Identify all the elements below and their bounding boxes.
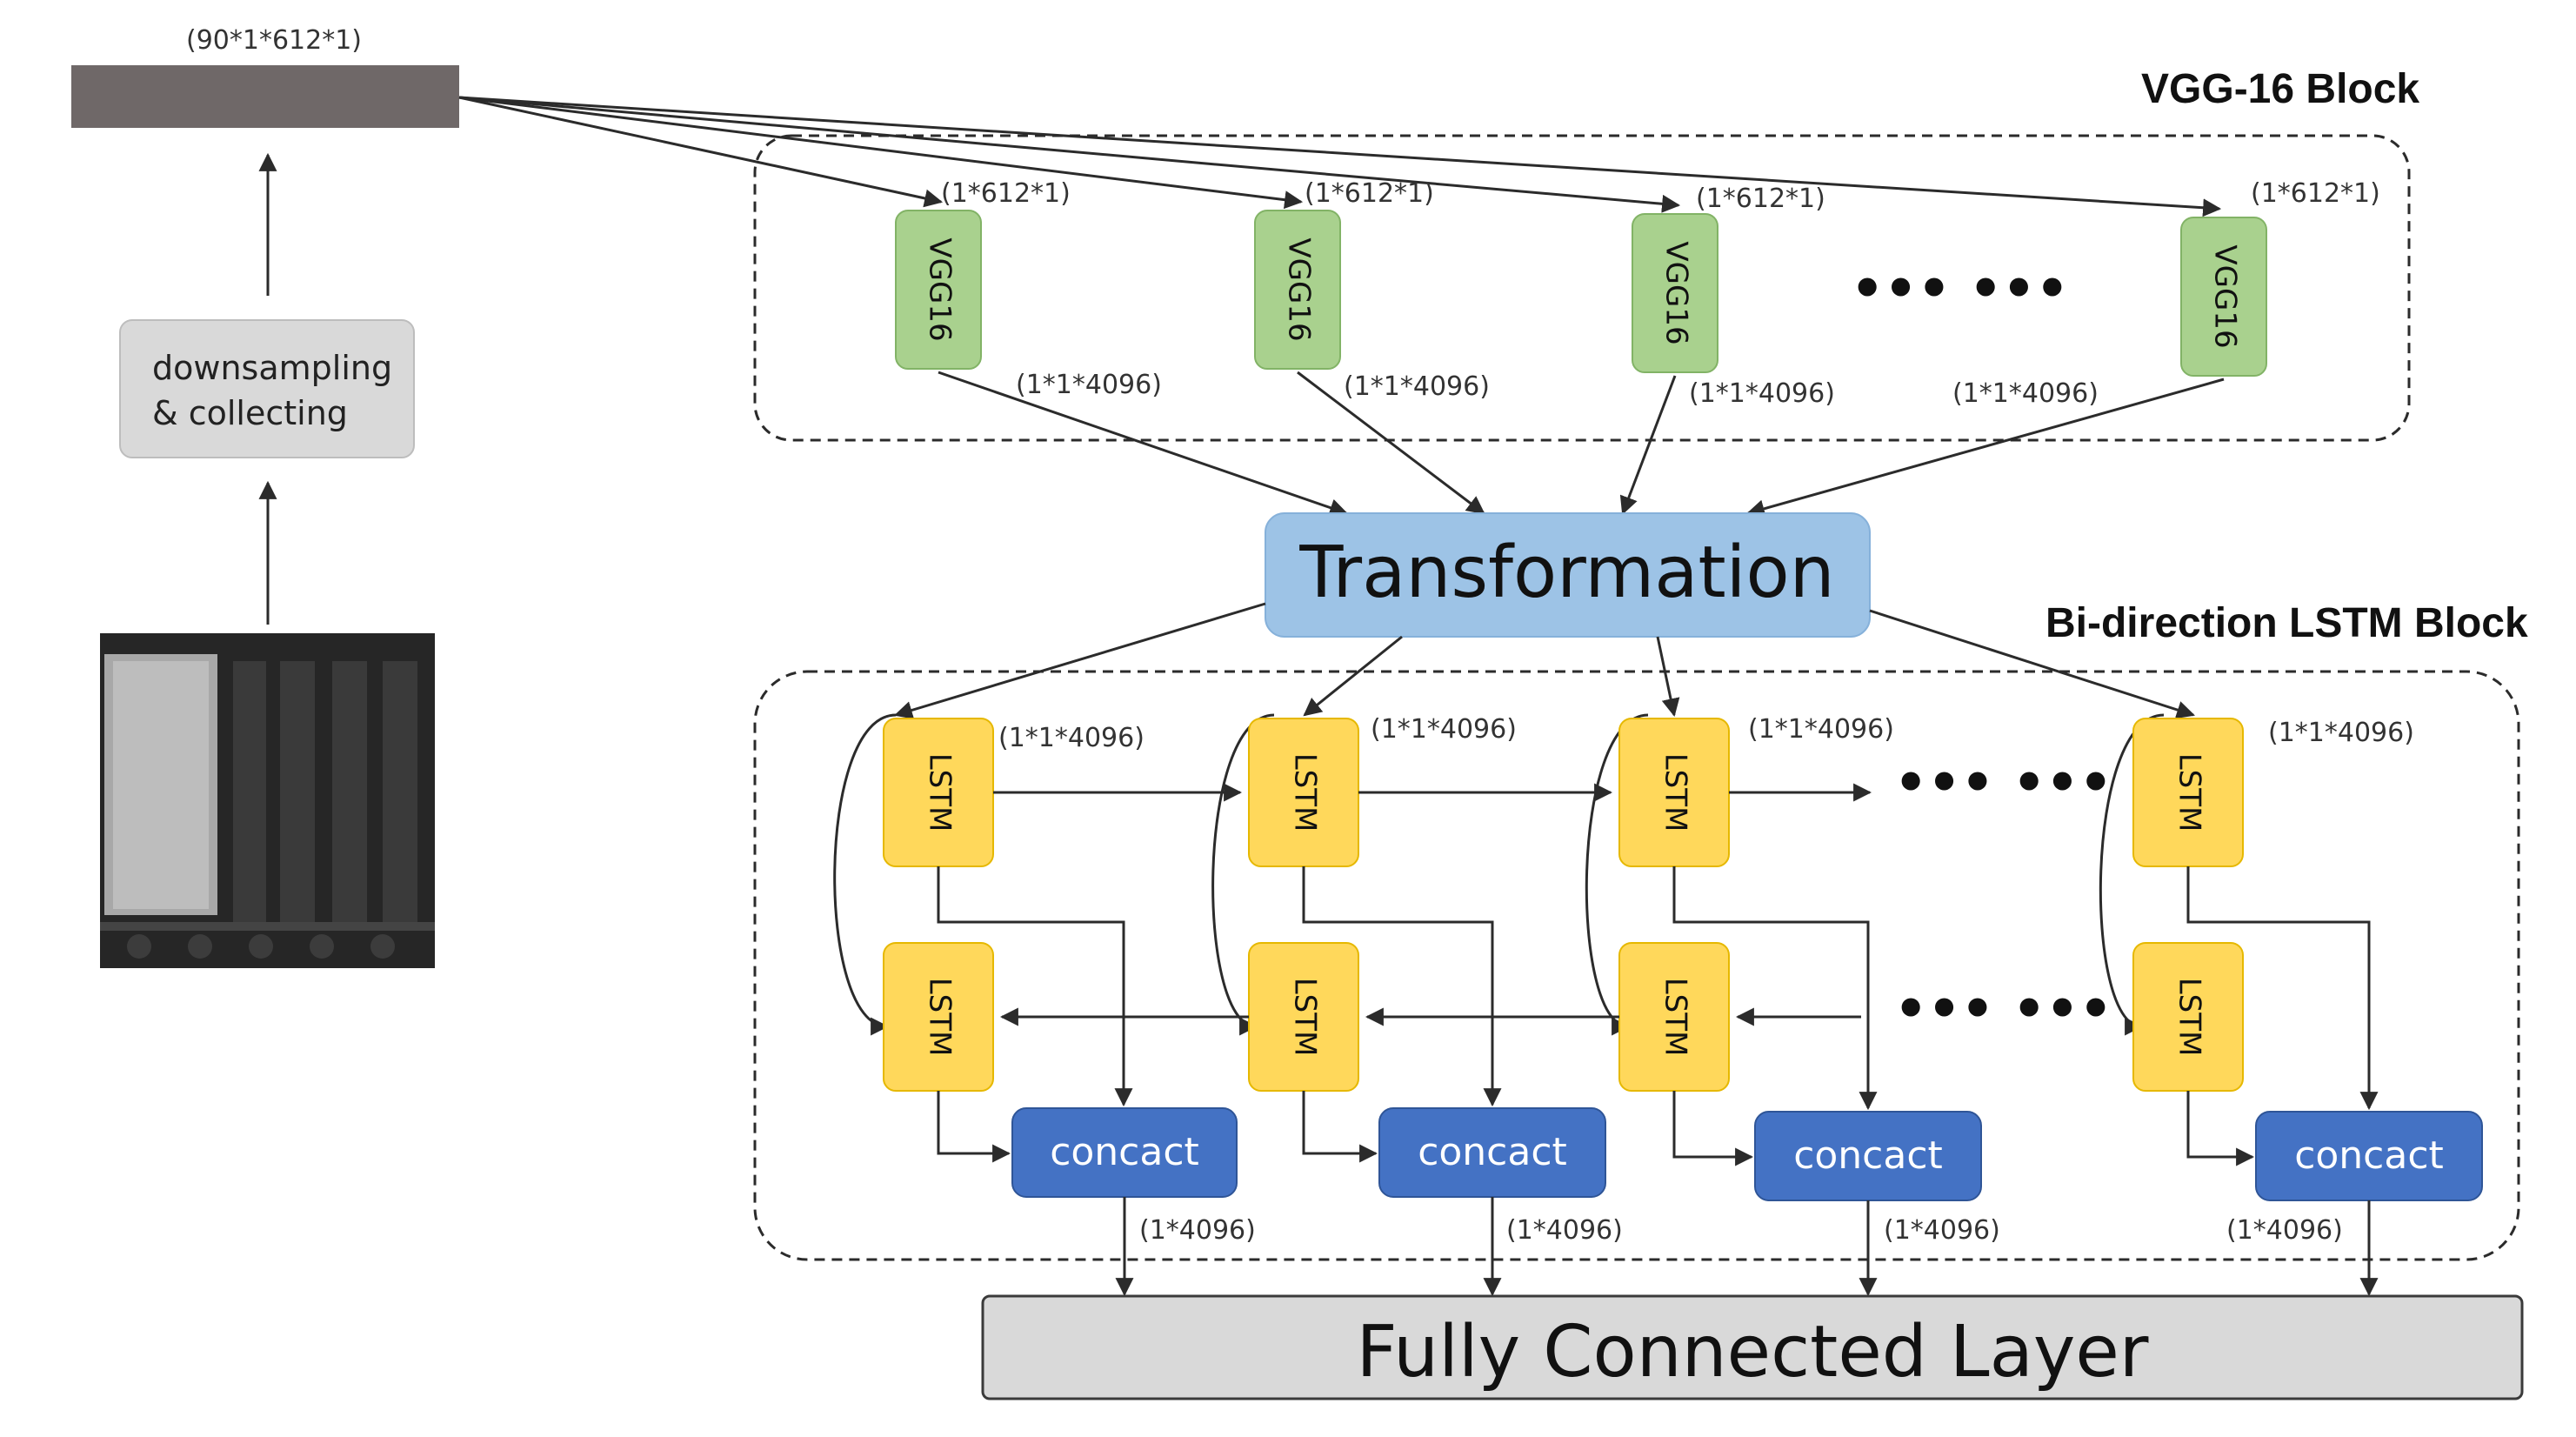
svg-text:LSTM: LSTM (1658, 978, 1693, 1057)
concat-node: concact (1754, 1111, 1982, 1201)
svg-text:VGG16: VGG16 (1282, 237, 1317, 341)
concat-node: concact (2255, 1111, 2483, 1201)
svg-text:LSTM: LSTM (923, 753, 958, 832)
svg-text:concact: concact (2294, 1133, 2444, 1178)
backward-lstm-node: LSTM (2132, 942, 2244, 1092)
forward-lstm-node: LSTM (2132, 718, 2244, 867)
vgg-block-title: VGG-16 Block (2141, 66, 2419, 112)
transformation-box (1265, 512, 1871, 638)
input-image (100, 633, 435, 968)
concat-output-dimension: (1*4096) (1139, 1215, 1256, 1246)
transformation-label: Transformation (1298, 531, 1834, 614)
preprocess-box (119, 319, 415, 458)
lstm-forward-ellipsis: ••• ••• (1894, 752, 2112, 813)
vgg16-node: VGG16 (2180, 217, 2267, 377)
lstm-block-title: Bi-direction LSTM Block (2045, 600, 2528, 646)
fully-connected-layer-label: Fully Connected Layer (1356, 1311, 2148, 1394)
svg-text:VGG16: VGG16 (2208, 244, 2243, 348)
backward-lstm-node: LSTM (1248, 942, 1359, 1092)
forward-lstm-node: LSTM (1248, 718, 1359, 867)
transformation-to-lstm-arrow (1303, 635, 1403, 717)
vgg16-node: VGG16 (895, 210, 982, 370)
lstm-input-dimension: (1*1*4096) (998, 723, 1145, 753)
vgg-to-transformation-arrow (938, 371, 1348, 517)
fully-connected-layer-box (981, 1294, 2524, 1400)
svg-text:LSTM: LSTM (2172, 753, 2207, 832)
input-arrow (458, 96, 2222, 217)
concat-node: concact (1011, 1107, 1238, 1198)
lstm-block-frame (753, 670, 2520, 1261)
backward-to-concat-arrow (937, 1091, 1011, 1163)
vgg-ellipsis: ••• ••• (1851, 258, 2069, 319)
input-dimension-label: (90*1*612*1) (186, 25, 362, 56)
lstm-skip-arrow (1211, 713, 1275, 1036)
vgg-output-dimension: (1*1*4096) (1016, 370, 1162, 400)
preprocess-label-line1: downsampling (152, 349, 392, 387)
input-arrow (458, 96, 1304, 210)
lstm-input-dimension: (1*1*4096) (1748, 714, 1894, 745)
backward-to-concat-arrow (1672, 1091, 1754, 1166)
vgg16-node: VGG16 (1254, 210, 1341, 370)
lstm-backward-ellipsis: ••• ••• (1894, 979, 2112, 1039)
svg-text:concact: concact (1793, 1133, 1943, 1178)
concat-output-dimension: (1*4096) (1506, 1215, 1623, 1246)
input-arrow (458, 96, 944, 208)
forward-to-concat-arrow (1672, 866, 1878, 1111)
input-vector-bar (71, 65, 459, 128)
lstm-input-dimension: (1*1*4096) (2268, 718, 2414, 748)
concat-output-dimension: (1*4096) (2226, 1215, 2343, 1246)
forward-lstm-node: LSTM (883, 718, 994, 867)
transformation-to-lstm-arrow (1869, 609, 2195, 719)
concat-output-dimension: (1*4096) (1884, 1215, 2000, 1246)
vgg-output-dimension: (1*1*4096) (1689, 378, 1835, 409)
forward-to-concat-arrow (937, 866, 1133, 1107)
vgg-output-dimension: (1*1*4096) (1952, 378, 2099, 409)
vgg-input-dimension: (1*612*1) (2251, 178, 2380, 209)
backward-to-concat-arrow (1302, 1091, 1378, 1163)
vgg-output-dimension: (1*1*4096) (1344, 371, 1490, 402)
vgg-block-frame (753, 134, 2411, 442)
vgg-input-dimension: (1*612*1) (1305, 178, 1434, 209)
vgg-to-transformation-arrow (1619, 375, 1677, 515)
vgg-to-transformation-arrow (1297, 371, 1485, 515)
transformation-to-lstm-arrow (893, 602, 1266, 719)
concat-node: concact (1378, 1107, 1606, 1198)
vgg-input-dimension: (1*612*1) (1696, 184, 1825, 214)
lstm-skip-arrow (833, 713, 897, 1036)
backward-lstm-node: LSTM (883, 942, 994, 1092)
input-arrow (458, 96, 1681, 213)
transformation-to-lstm-arrow (1656, 636, 1680, 718)
vgg-input-dimension: (1*612*1) (941, 178, 1071, 209)
vgg16-node: VGG16 (1632, 213, 1718, 373)
forward-to-concat-arrow (2186, 866, 2379, 1111)
svg-text:VGG16: VGG16 (923, 237, 958, 341)
backward-to-concat-arrow (2186, 1091, 2255, 1166)
svg-text:VGG16: VGG16 (1659, 241, 1694, 344)
backward-lstm-node: LSTM (1618, 942, 1730, 1092)
forward-lstm-node: LSTM (1618, 718, 1730, 867)
svg-text:LSTM: LSTM (1288, 978, 1323, 1057)
vgg-to-transformation-arrow (1745, 378, 2225, 518)
svg-text:concact: concact (1418, 1130, 1567, 1174)
svg-text:LSTM: LSTM (923, 978, 958, 1057)
svg-text:concact: concact (1050, 1130, 1199, 1174)
svg-text:LSTM: LSTM (2172, 978, 2207, 1057)
svg-text:LSTM: LSTM (1288, 753, 1323, 832)
preprocess-label-line2: & collecting (152, 394, 348, 432)
svg-text:LSTM: LSTM (1658, 753, 1693, 832)
forward-to-concat-arrow (1302, 866, 1502, 1107)
lstm-input-dimension: (1*1*4096) (1371, 714, 1517, 745)
